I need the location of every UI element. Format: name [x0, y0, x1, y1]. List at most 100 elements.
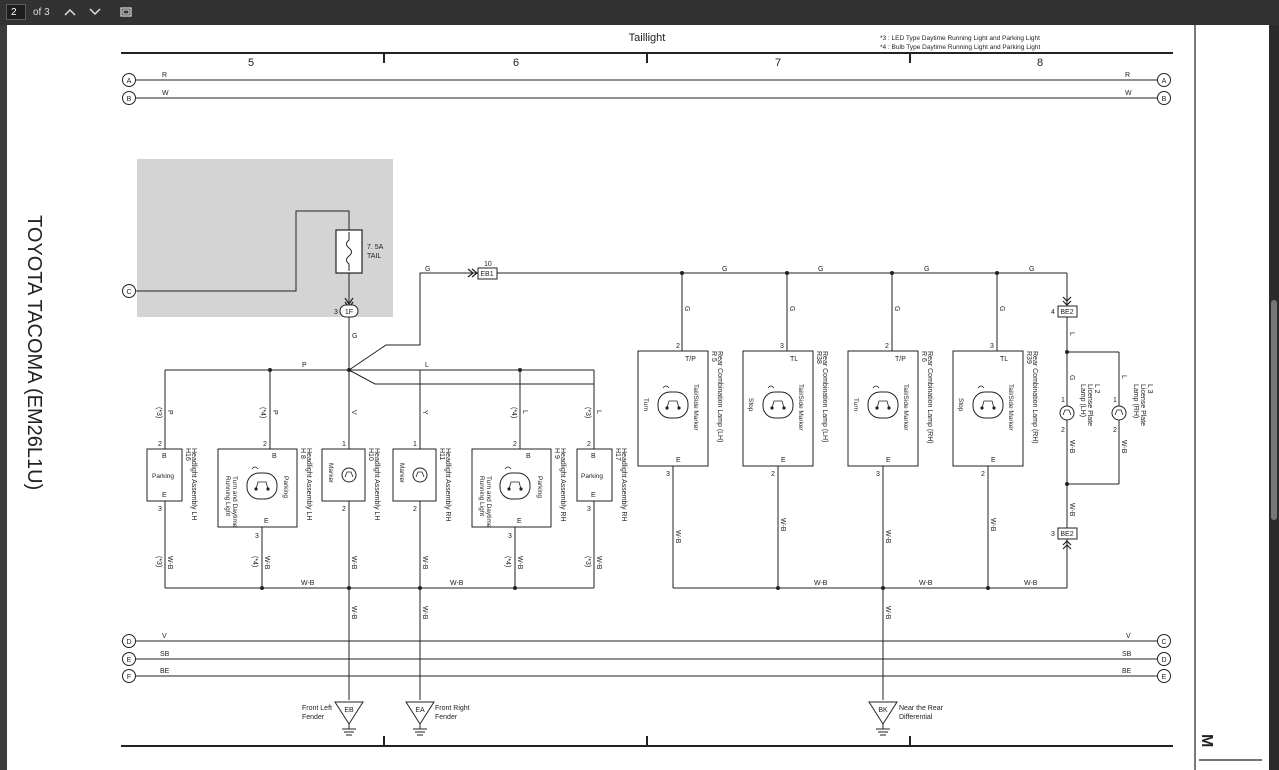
svg-text:2: 2	[981, 471, 985, 478]
svg-text:1: 1	[1061, 397, 1065, 404]
svg-text:2: 2	[676, 343, 680, 350]
svg-text:R 6: R 6	[920, 351, 927, 362]
svg-text:(*3): (*3)	[155, 556, 162, 567]
svg-text:(*3): (*3)	[155, 407, 162, 418]
component-h11: Y 1 Marker H11 Headlight Assembly RH 2 W…	[392, 370, 451, 700]
svg-text:W-B: W-B	[450, 580, 464, 587]
fit-page-button[interactable]	[115, 3, 137, 21]
vertical-scrollbar[interactable]	[1269, 25, 1279, 770]
svg-text:3: 3	[158, 506, 162, 513]
wire-color-g: G	[352, 333, 357, 340]
svg-text:W-B: W-B	[1024, 580, 1038, 587]
svg-text:Parking: Parking	[581, 473, 603, 480]
svg-text:G: G	[683, 306, 690, 311]
svg-text:Stop: Stop	[747, 398, 754, 412]
svg-text:BK: BK	[878, 707, 888, 714]
svg-text:Turn: Turn	[642, 398, 649, 412]
previous-page-button[interactable]	[59, 3, 81, 21]
svg-text:2: 2	[771, 471, 775, 478]
svg-text:Headlight Assembly LH: Headlight Assembly LH	[305, 448, 312, 520]
bottom-border	[121, 736, 1173, 747]
svg-text:W-B: W-B	[166, 556, 173, 570]
svg-text:W-B: W-B	[350, 556, 357, 570]
svg-text:3: 3	[780, 343, 784, 350]
svg-text:Y: Y	[421, 410, 428, 415]
svg-text:W-B: W-B	[884, 606, 891, 620]
svg-text:F: F	[127, 674, 131, 681]
grid-number-5: 5	[248, 57, 254, 69]
note-bulb: *4 : Bulb Type Daytime Running Light and…	[880, 44, 1041, 51]
left-gutter	[0, 25, 7, 770]
ground-eb: EB Front Left Fender	[302, 701, 364, 736]
svg-text:E: E	[1162, 674, 1167, 681]
svg-text:Headlight Assembly RH: Headlight Assembly RH	[559, 448, 566, 522]
system-title: Taillight	[629, 32, 666, 44]
svg-text:V: V	[1126, 633, 1131, 640]
svg-text:Marker: Marker	[327, 463, 334, 484]
svg-text:L: L	[1120, 375, 1127, 379]
connector-arrow-eb1	[467, 268, 478, 278]
svg-text:Turn and Daytime: Turn and Daytime	[231, 476, 238, 528]
svg-text:TL: TL	[1000, 356, 1008, 363]
svg-text:E: E	[676, 457, 681, 464]
svg-text:L: L	[595, 410, 602, 414]
svg-text:B: B	[272, 453, 277, 460]
svg-text:A: A	[1162, 78, 1167, 85]
svg-text:3: 3	[990, 343, 994, 350]
svg-text:Running Light: Running Light	[224, 476, 231, 516]
svg-text:1: 1	[1113, 397, 1117, 404]
next-page-button[interactable]	[84, 3, 106, 21]
section-marker: M	[1198, 734, 1215, 747]
svg-text:2: 2	[587, 441, 591, 448]
svg-text:3: 3	[508, 533, 512, 540]
svg-text:3: 3	[255, 533, 259, 540]
svg-text:EA: EA	[415, 707, 425, 714]
component-l3: L 1 2 L 3 License Plate Lamp (RH) W-B	[1111, 352, 1153, 484]
svg-text:BE2: BE2	[1060, 531, 1073, 538]
svg-text:W: W	[162, 90, 169, 97]
svg-text:E: E	[781, 457, 786, 464]
svg-text:W-B: W-B	[674, 530, 681, 544]
svg-text:W-B: W-B	[421, 606, 428, 620]
svg-text:(*3): (*3)	[584, 407, 591, 418]
svg-text:W-B: W-B	[884, 530, 891, 544]
svg-text:1F: 1F	[345, 309, 353, 316]
svg-text:(*3): (*3)	[584, 556, 591, 567]
svg-text:BE2: BE2	[1060, 309, 1073, 316]
svg-text:H10: H10	[367, 448, 374, 461]
vehicle-title: TOYOTA TACOMA (EM26L1U)	[23, 215, 45, 490]
svg-text:Parking: Parking	[152, 473, 174, 480]
svg-text:G: G	[1068, 375, 1075, 380]
page-number-input[interactable]	[6, 4, 26, 20]
fit-page-icon	[120, 7, 132, 17]
svg-text:E: E	[591, 492, 596, 499]
svg-text:(*4): (*4)	[510, 407, 517, 418]
svg-text:W-B: W-B	[1120, 440, 1127, 454]
svg-text:Front Left: Front Left	[302, 705, 332, 712]
svg-text:Rear Combination Lamp (LH): Rear Combination Lamp (LH)	[716, 351, 723, 442]
svg-text:Rear Combination Lamp (RH): Rear Combination Lamp (RH)	[1031, 351, 1038, 444]
document-page: TOYOTA TACOMA (EM26L1U) Taillight *3 : L…	[7, 25, 1269, 770]
svg-text:V: V	[350, 410, 357, 415]
svg-text:2: 2	[413, 506, 417, 513]
grid-number-6: 6	[513, 57, 519, 69]
svg-text:License Plate: License Plate	[1086, 384, 1093, 426]
svg-text:Turn: Turn	[852, 398, 859, 412]
svg-text:Marker: Marker	[398, 463, 405, 484]
svg-text:7. 5A: 7. 5A	[367, 244, 384, 251]
svg-text:3: 3	[1051, 531, 1055, 538]
svg-text:R 5: R 5	[710, 351, 717, 362]
svg-text:G: G	[425, 266, 430, 273]
svg-text:E: E	[162, 492, 167, 499]
svg-text:W: W	[1125, 90, 1132, 97]
svg-text:W-B: W-B	[919, 580, 933, 587]
component-l2: G 1 2 L 2 License Plate Lamp (LH) W-B	[1059, 352, 1100, 528]
svg-text:G: G	[998, 306, 1005, 311]
svg-text:2: 2	[1113, 427, 1117, 434]
scrollbar-thumb[interactable]	[1271, 300, 1277, 520]
svg-text:W-B: W-B	[595, 556, 602, 570]
svg-text:W-B: W-B	[263, 556, 270, 570]
